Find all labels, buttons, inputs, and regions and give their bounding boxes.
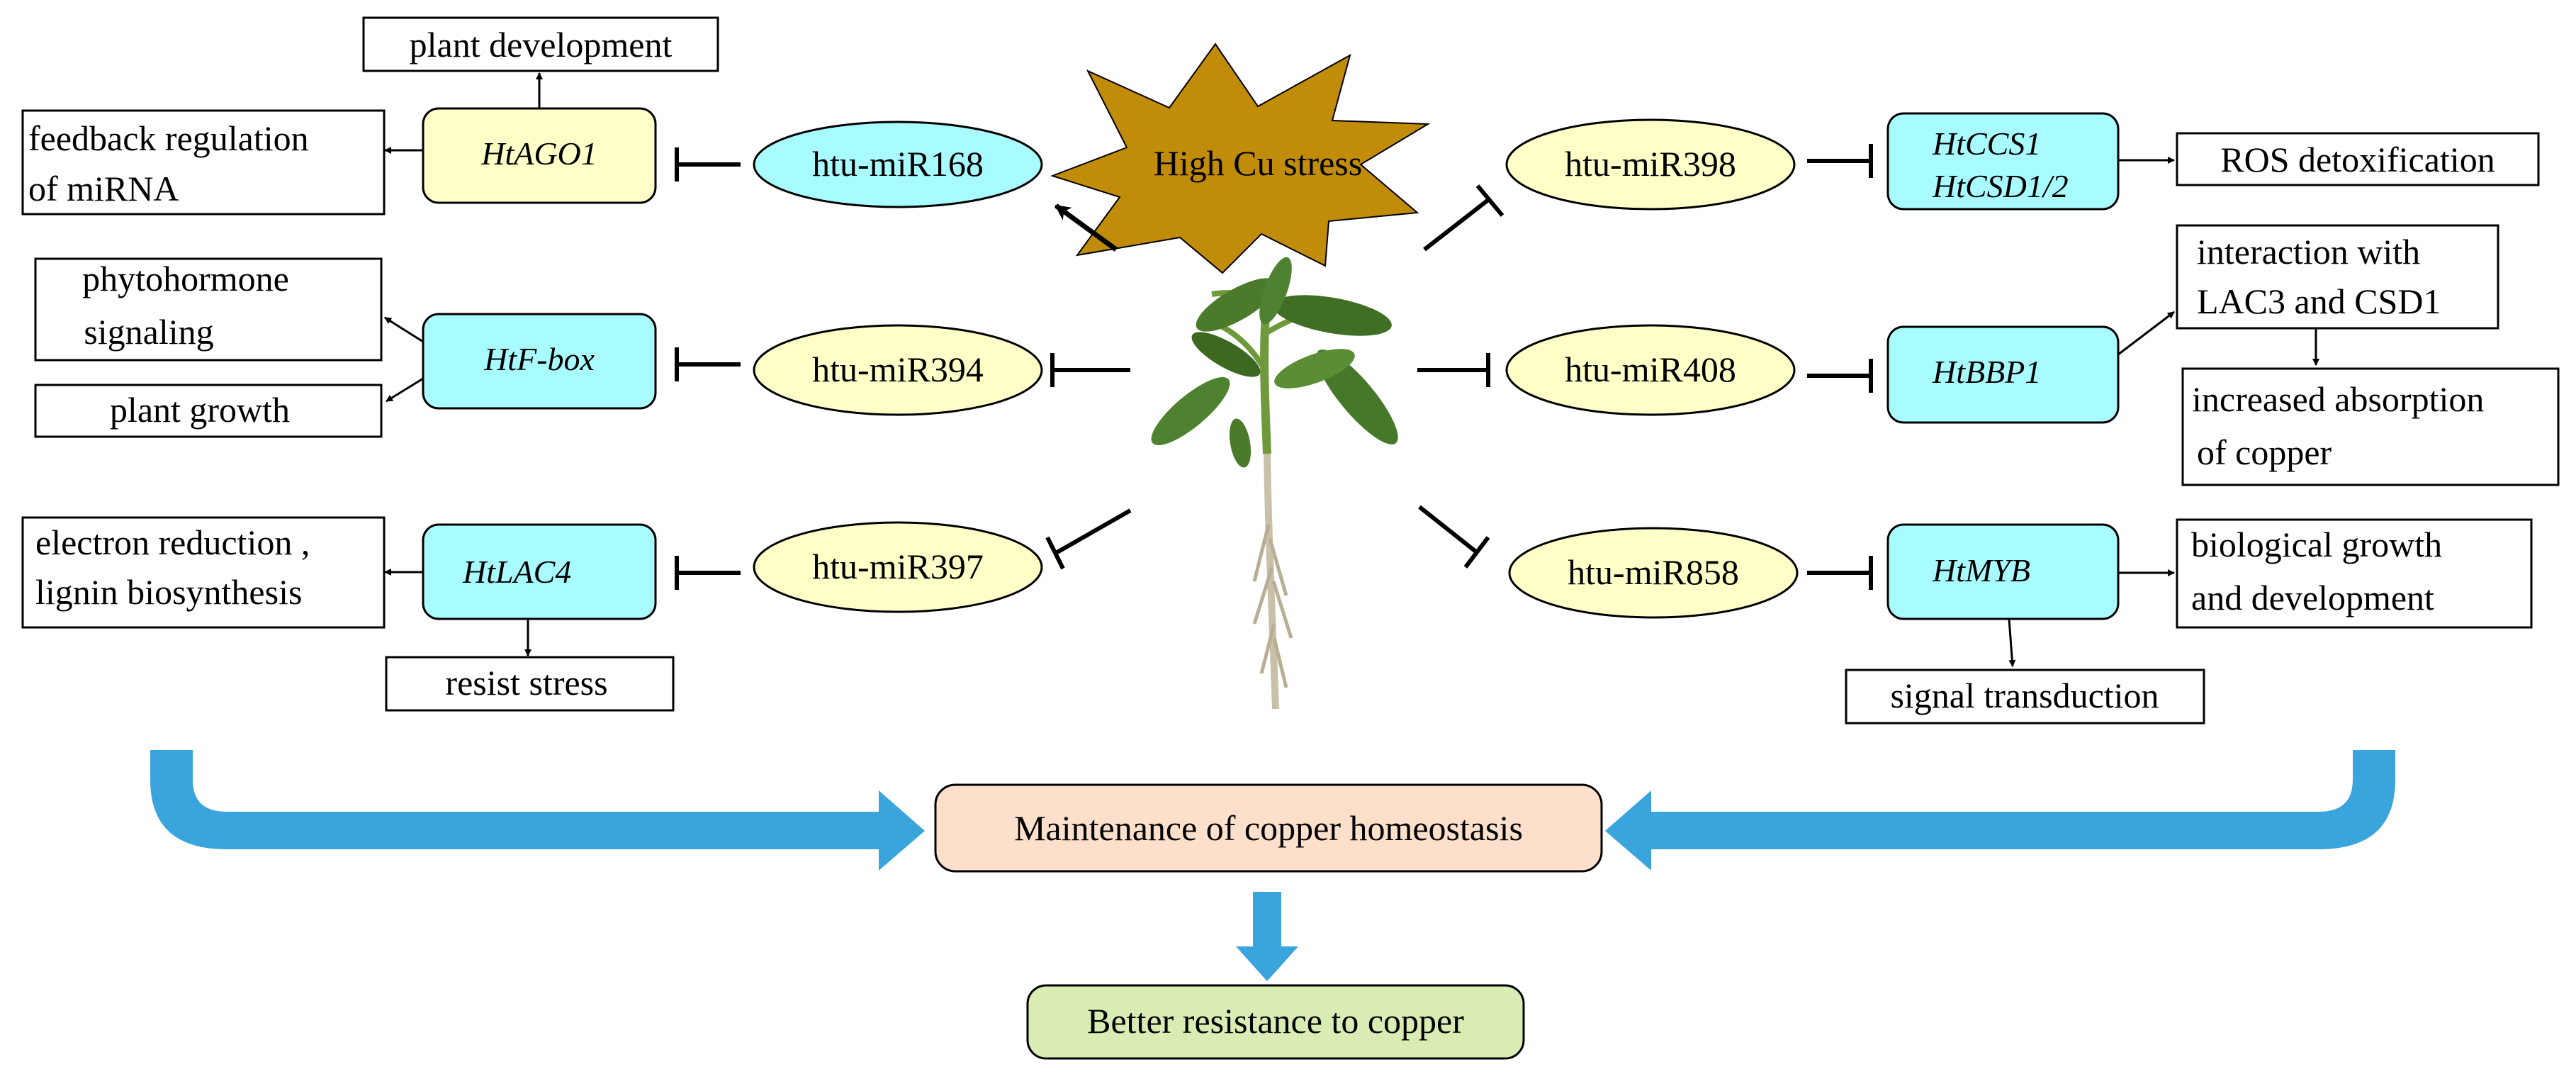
row-mir858: htu-miR858 HtMYB biological growth and d… <box>1418 505 2533 725</box>
htfbox-to-phytohormone <box>384 316 424 343</box>
htfbox-to-plant-growth <box>386 377 424 403</box>
left-blue-arrow-shape <box>150 750 925 871</box>
mir398-node <box>1505 118 1796 211</box>
bio-label-1: biological growth <box>2191 525 2442 564</box>
resist-stress-label: resist stress <box>445 663 607 703</box>
electron-label-1: electron reduction , <box>35 522 310 562</box>
feedback-label-1: feedback regulation <box>28 118 309 158</box>
plant-leaf <box>1259 257 1292 325</box>
stress-star-shape <box>1050 43 1431 274</box>
row-mir397: htu-miR397 HtLAC4 electron reduction , l… <box>21 508 1132 712</box>
htago1-label: HtAGO1 <box>480 135 597 172</box>
mir168-node <box>753 121 1043 208</box>
signal-label: signal transduction <box>1890 676 2159 715</box>
htlac4-label: HtLAC4 <box>462 554 571 590</box>
plant-growth-box <box>34 384 383 438</box>
feedback-label-2: of miRNA <box>28 169 179 208</box>
electron-box <box>21 516 386 629</box>
row-mir408: htu-miR408 HtBBP1 interaction with LAC3 … <box>1417 224 2560 486</box>
mir394-label: htu-miR394 <box>812 350 984 389</box>
left-blue-arrow <box>150 750 925 871</box>
row-mir394: htu-miR394 HtF-box phytohormone signalin… <box>34 257 1130 438</box>
mir858-tbar <box>1463 536 1490 569</box>
row-mir168: htu-miR168 HtAGO1 plant development feed… <box>21 16 1043 216</box>
plant-leaf <box>1196 278 1278 332</box>
plant-development-box <box>362 16 719 72</box>
phytohormone-label-1: phytohormone <box>82 259 289 298</box>
htbbp1-label: HtBBP1 <box>1932 354 2041 390</box>
row-mir398: htu-miR398 HtCCS1 HtCSD1/2 ROS detoxific… <box>1505 112 2540 211</box>
right-blue-arrow-shape <box>1605 750 2395 871</box>
mir398-tbar <box>1475 184 1504 217</box>
plant-development-label: plant development <box>410 25 673 65</box>
plant-inhibits-mir858 <box>1418 505 1479 555</box>
plant-growth-label: plant growth <box>110 390 290 430</box>
high-cu-stress-star: High Cu stress <box>1050 43 1431 274</box>
signal-box <box>1845 669 2205 725</box>
htcsd12-label: HtCSD1/2 <box>1932 168 2069 204</box>
homeostasis-label: Maintenance of copper homeostasis <box>1014 808 1523 848</box>
mir394-node <box>753 324 1043 416</box>
bio-label-2: and development <box>2191 578 2434 617</box>
down-blue-arrow <box>1236 892 1298 981</box>
plant-leaf <box>1151 376 1230 446</box>
right-blue-arrow <box>1605 750 2395 871</box>
plant-to-mir168-arrow <box>1054 203 1118 252</box>
mir858-label: htu-miR858 <box>1568 552 1739 592</box>
interaction-label-1: interaction with <box>2197 232 2420 272</box>
htmyb-label: HtMYB <box>1932 552 2030 588</box>
absorption-label-2: of copper <box>2197 432 2332 472</box>
resistance-box <box>1026 984 1525 1060</box>
homeostasis-box <box>934 783 1603 873</box>
feedback-box <box>21 109 386 216</box>
plant-inhibits-mir398 <box>1423 198 1490 252</box>
plant-leaf <box>1191 332 1261 377</box>
htmyb-to-signal <box>2008 618 2016 667</box>
ros-box <box>2176 132 2540 186</box>
htfbox-label: HtF-box <box>483 341 595 377</box>
mir397-node <box>753 521 1043 613</box>
htfbox-node <box>422 313 657 410</box>
mir408-label: htu-miR408 <box>1565 350 1736 389</box>
interaction-box <box>2176 224 2499 330</box>
mir168-label: htu-miR168 <box>812 144 984 184</box>
plant-leaf <box>1274 349 1355 388</box>
plant-root-hairs <box>1252 524 1293 688</box>
plant-leaf <box>1273 295 1392 336</box>
stress-label: High Cu stress <box>1154 143 1362 183</box>
mir397-tbar <box>1045 536 1065 570</box>
bio-box <box>2176 518 2533 629</box>
plant-image <box>1151 257 1398 710</box>
absorption-label-1: increased absorption <box>2192 379 2484 419</box>
mir398-label: htu-miR398 <box>1565 144 1736 184</box>
htbbp1-node <box>1886 325 2120 424</box>
resistance-label: Better resistance to copper <box>1087 1001 1464 1041</box>
htccs1-label: HtCCS1 <box>1932 125 2041 162</box>
mir397-label: htu-miR397 <box>812 547 984 586</box>
htbbp1-to-interaction <box>2117 311 2175 356</box>
phytohormone-box <box>34 257 383 362</box>
plant-inhibits-mir397 <box>1054 508 1132 555</box>
absorption-box <box>2181 367 2560 486</box>
ros-label: ROS detoxification <box>2220 140 2495 179</box>
phytohormone-label-2: signaling <box>84 312 213 352</box>
mir858-node <box>1508 527 1799 619</box>
interaction-label-2: LAC3 and CSD1 <box>2197 281 2441 321</box>
mir408-node <box>1505 324 1796 416</box>
resist-stress-box <box>385 656 675 712</box>
electron-label-2: lignin biosynthesis <box>35 572 302 612</box>
plant-leaf <box>1229 418 1252 468</box>
